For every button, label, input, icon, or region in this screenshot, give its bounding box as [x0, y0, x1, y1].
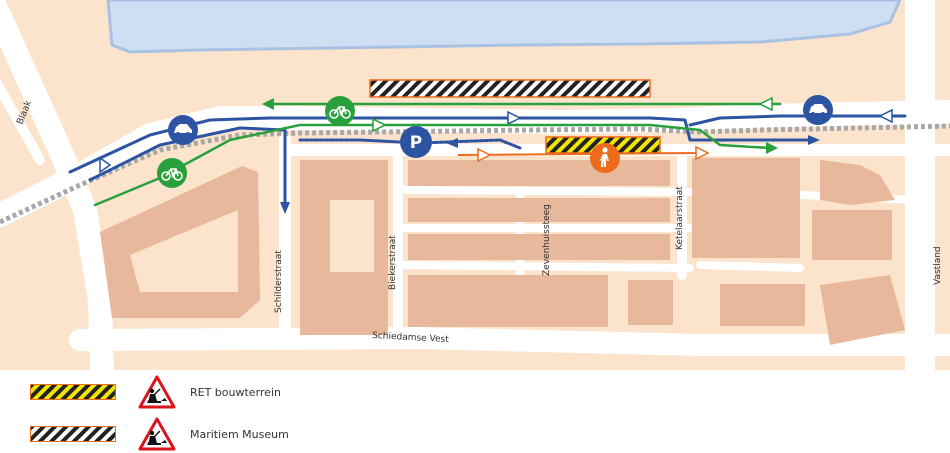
legend-item-maritiem: Maritiem Museum [30, 416, 289, 452]
road-schiedamse-vest [69, 327, 950, 356]
pedestrian-marker [590, 143, 620, 173]
legend-swatch-ret [30, 384, 116, 400]
block-courtyard-south [720, 284, 805, 326]
bicycle-icon [161, 168, 183, 181]
car-arrow-west [446, 138, 458, 148]
bike-arrow-west-open [758, 96, 773, 112]
bike-arrow-east [766, 142, 778, 154]
bike-marker-west [157, 158, 187, 188]
car-arrow-west-open [99, 156, 112, 174]
pedestrian-arrow-east-start [477, 147, 492, 163]
bicycle-icon [329, 106, 351, 119]
block-east [812, 210, 892, 260]
car-route-arrows [99, 108, 893, 214]
building-blocks [100, 158, 905, 345]
bike-arrow-west [262, 98, 274, 110]
roadworks-icon [138, 417, 176, 451]
car-marker-east [803, 95, 833, 125]
bike-route-arrows [262, 96, 778, 154]
car-marker-west [168, 115, 198, 145]
block-south-east [628, 280, 673, 325]
road-upper-left [0, 78, 45, 165]
block-ketelaar [692, 158, 800, 258]
pedestrian-arrow-east [695, 145, 710, 161]
street-label-schilderstraat: Schilderstraat [274, 250, 284, 313]
pedestrian-icon [600, 147, 609, 167]
road-blaak [0, 0, 114, 370]
car-icon [174, 124, 192, 133]
block-east-south [820, 275, 905, 345]
block-east-north [820, 160, 895, 205]
block-row-3 [408, 234, 670, 260]
maritiem-museum-zone [369, 79, 651, 98]
bike-arrow-east-open [372, 117, 387, 133]
legend-swatch-maritiem [30, 426, 116, 442]
map: P Blaak Schilderstraat Biekerstraat Zeve… [0, 0, 950, 370]
block-west-court [130, 210, 238, 292]
bike-marker-north [325, 96, 355, 126]
car-arrow-east [808, 135, 820, 145]
block-north-row [408, 160, 670, 186]
block-south [408, 275, 608, 327]
street-label-biekerstraat: Biekerstraat [388, 235, 398, 290]
tram-line [0, 123, 950, 225]
parking-marker: P [400, 126, 432, 158]
car-route-schilderstraat [88, 126, 287, 207]
roadworks-icon [138, 375, 176, 409]
car-arrow-south [280, 202, 290, 214]
street-label-schiedamse-vest: Schiedamse Vest [372, 331, 450, 345]
car-arrow-east-far-open [878, 108, 893, 124]
pedestrian-route [457, 145, 710, 163]
road-inner-4 [696, 261, 804, 272]
road-inner-1 [396, 186, 694, 196]
car-arrow-east-open [507, 110, 522, 126]
car-route-west-upper [688, 114, 907, 127]
block-row-2 [408, 198, 670, 222]
legend-item-ret: RET bouwterrein [30, 374, 281, 410]
road-inner-3 [396, 261, 694, 272]
legend-label-maritiem: Maritiem Museum [190, 427, 289, 441]
street-label-zevenhuissteeg: Zevenhuissteeg [542, 204, 552, 276]
legend-label-ret: RET bouwterrein [190, 385, 281, 399]
legend: RET bouwterrein Maritiem Museum [0, 370, 950, 453]
car-icon [809, 104, 827, 113]
street-label-ketelaarstraat: Ketelaarstraat [675, 186, 685, 250]
parking-letter: P [410, 133, 422, 153]
block-schilderstraat-court [330, 200, 374, 272]
pedestrian-route-line [457, 152, 701, 156]
street-label-vastland: Vastland [933, 246, 943, 285]
water [106, 0, 902, 54]
